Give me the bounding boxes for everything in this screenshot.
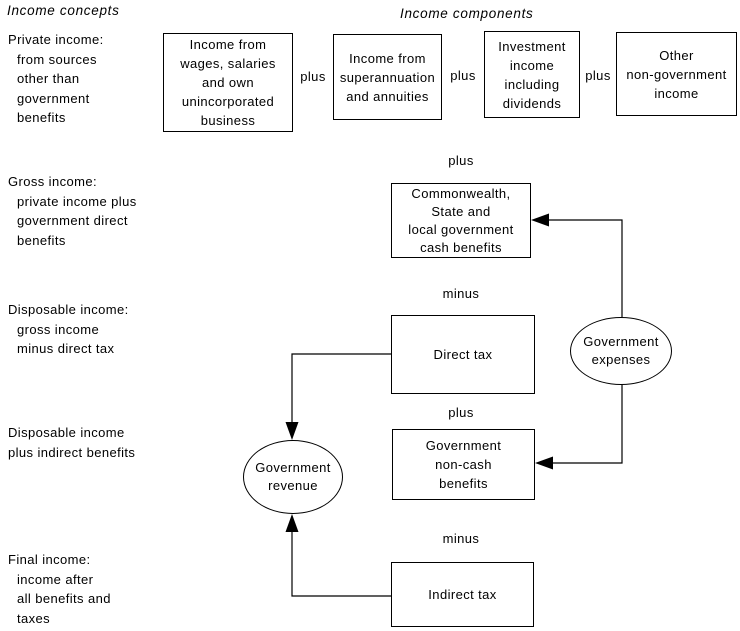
concept-title: Disposable income:	[8, 302, 129, 317]
operator-minus-direct-tax: minus	[442, 286, 480, 301]
operator-plus-noncash: plus	[448, 405, 474, 420]
arrowhead-up-revenue	[285, 514, 299, 532]
box-text: Indirect tax	[428, 587, 497, 602]
wire-directtax-to-revenue	[291, 353, 391, 423]
operator-minus-indirect-tax: minus	[442, 531, 480, 546]
box-direct-tax: Direct tax	[391, 315, 535, 394]
concept-details: plus indirect benefits	[8, 444, 136, 460]
box-indirect-tax: Indirect tax	[391, 562, 534, 627]
concept-title: Final income:	[8, 552, 91, 567]
wire-expenses-to-cash	[549, 219, 623, 317]
operator-plus-3: plus	[585, 68, 611, 83]
heading-income-components: Income components	[400, 6, 534, 21]
wire-expenses-to-noncash	[553, 385, 623, 464]
arrowhead-down-revenue	[285, 422, 299, 440]
concept-title: Private income:	[8, 32, 104, 47]
heading-income-concepts: Income concepts	[7, 3, 120, 18]
operator-plus-2: plus	[450, 68, 476, 83]
operator-plus-1: plus	[300, 69, 326, 84]
wire-indirecttax-to-revenue	[291, 531, 391, 597]
concept-title: Gross income:	[8, 174, 98, 189]
concept-title: Disposable income	[8, 425, 125, 440]
concept-disposable-plus-indirect: Disposable income plus indirect benefits	[8, 423, 135, 462]
arrowhead-left-noncash	[535, 456, 553, 470]
operator-plus-cash: plus	[448, 153, 474, 168]
arrowhead-left-cash	[531, 213, 549, 227]
box-text: Direct tax	[433, 347, 493, 362]
